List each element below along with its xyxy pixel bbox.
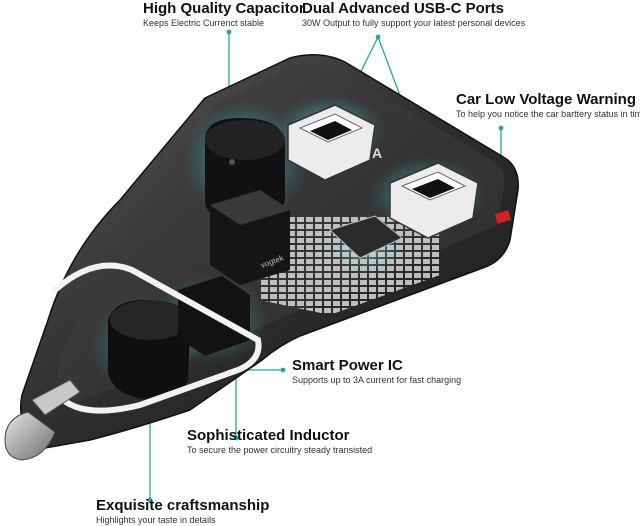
capacitor-bottom [108, 299, 190, 401]
smart-power-ic [329, 215, 403, 259]
feature-subtitle: To secure the power circuitry steady tra… [187, 445, 373, 455]
low-voltage-led [494, 210, 512, 224]
usb-c-port-right [389, 162, 479, 239]
feature-title: Smart Power IC [292, 357, 403, 374]
charger-tip [4, 379, 81, 461]
feature-subtitle: 30W Output to fully support your latest … [302, 18, 526, 28]
feature-title: Dual Advanced USB-C Ports [302, 0, 504, 17]
feature-subtitle: Supports up to 3A current for fast charg… [292, 375, 462, 385]
feature-smart-power-ic: Smart Power IC Supports up to 3A current… [292, 357, 461, 386]
feature-craftsmanship: Exquisite craftsmanship Highlights your … [96, 497, 269, 526]
feature-capacitor: High Quality Capacitor Keeps Electric Cu… [143, 0, 305, 29]
spring-contact [52, 262, 262, 414]
port-logo: A [372, 145, 382, 161]
inductor-top [210, 190, 290, 285]
feature-subtitle: Keeps Electric Currenct stable [143, 18, 265, 28]
feature-title: High Quality Capacitor [143, 0, 305, 17]
feature-inductor: Sophisticated Inductor To secure the pow… [187, 427, 372, 456]
feature-subtitle: Highlights your taste in details [96, 515, 216, 525]
feature-low-voltage-warning: Car Low Voltage Warning To help you noti… [456, 91, 640, 120]
feature-title: Car Low Voltage Warning [456, 91, 637, 108]
feature-title: Exquisite craftsmanship [96, 497, 270, 514]
usb-c-port-left [287, 104, 376, 181]
feature-title: Sophisticated Inductor [187, 427, 350, 444]
feature-usb-c-ports: Dual Advanced USB-C Ports 30W Output to … [302, 0, 525, 29]
feature-subtitle: To help you notice the car barttery stat… [456, 109, 640, 119]
